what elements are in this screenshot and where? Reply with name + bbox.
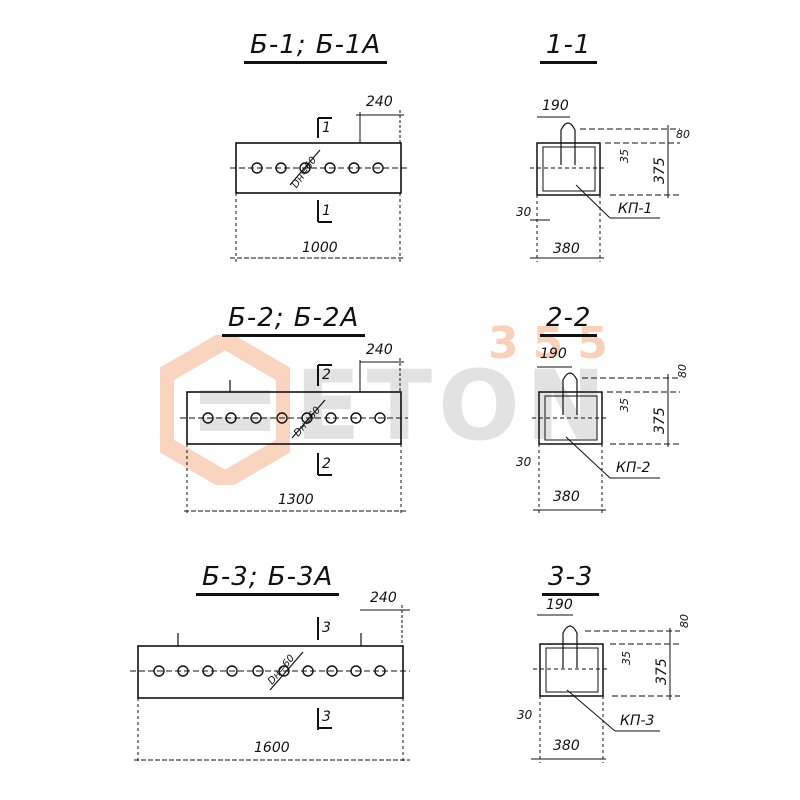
section-1-top-width: 190 [542, 98, 569, 114]
plan-2-edge-dim: 240 [366, 342, 393, 358]
section-title-3: 3-3 [542, 562, 600, 596]
section-1-cover: 30 [516, 205, 532, 219]
section-1-width: 380 [553, 241, 580, 257]
section-2-cover: 30 [516, 455, 532, 469]
plan-title-3: Б-3; Б-3А [196, 562, 340, 596]
plan-1-length: 1000 [302, 240, 338, 256]
plan-1-edge-dim: 240 [366, 94, 393, 110]
plan-2-section-mark-bottom: 2 [322, 456, 331, 472]
section-3-frame-label: КП-3 [620, 713, 655, 729]
watermark-number: 355 [488, 318, 622, 369]
section-2-width: 380 [553, 489, 580, 505]
section-3-width: 380 [553, 738, 580, 754]
plan-1-section-mark-top: 1 [322, 120, 331, 136]
section-3-cover: 30 [517, 708, 533, 722]
section-1-frame-label: КП-1 [618, 201, 653, 217]
section-3-top-offset: 80 [678, 614, 691, 628]
section-1-top-offset: 80 [676, 128, 690, 141]
plan-title-2: Б-2; Б-2А [222, 303, 366, 337]
section-title-1: 1-1 [540, 30, 598, 64]
plan-2-section-mark-top: 2 [322, 367, 331, 383]
section-3-top-width: 190 [546, 597, 573, 613]
plan-3-section-mark-bottom: 3 [322, 709, 331, 725]
plan-3-length: 1600 [254, 740, 290, 756]
plan-3-section-mark-top: 3 [322, 620, 331, 636]
plan-title-1: Б-1; Б-1А [244, 30, 388, 64]
plan-2-length: 1300 [278, 492, 314, 508]
section-2-frame-label: КП-2 [616, 460, 651, 476]
section-2-top-width: 190 [540, 346, 567, 362]
plan-1-section-mark-bottom: 1 [322, 203, 331, 219]
section-3-height: 375 [654, 658, 670, 685]
section-title-2: 2-2 [540, 303, 598, 337]
section-3-inner-dim: 35 [620, 651, 633, 665]
plan-3-edge-dim: 240 [370, 590, 397, 606]
watermark-logo-icon [160, 335, 290, 485]
